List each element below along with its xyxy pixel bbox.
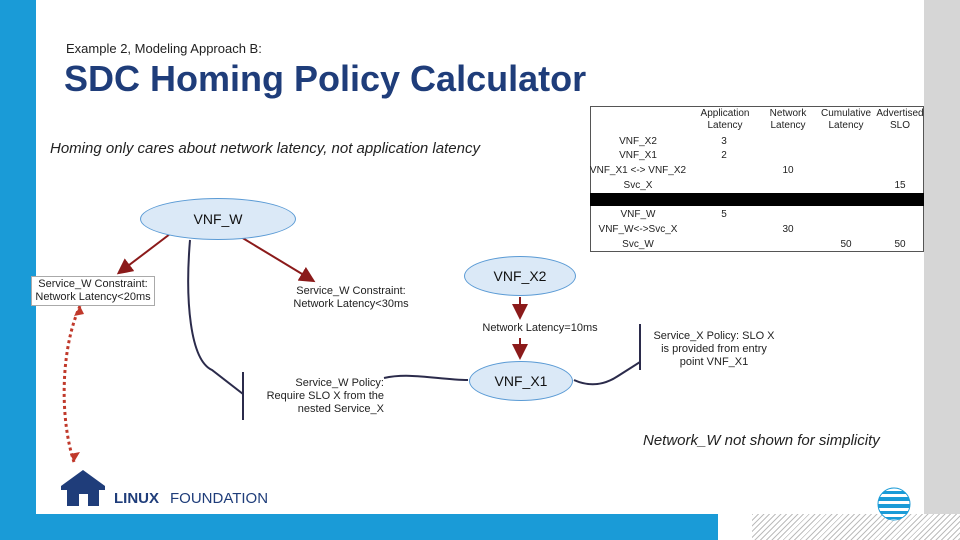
table-cell: 15 bbox=[894, 180, 906, 191]
right-side-panel bbox=[924, 0, 960, 540]
x-policy-connector bbox=[573, 361, 641, 386]
table-cell: 3 bbox=[721, 136, 727, 147]
logo-linux-text: LINUX bbox=[114, 490, 159, 507]
w-to-constraint30-arrow bbox=[235, 233, 316, 283]
w-to-constraint20-arrow bbox=[116, 233, 171, 275]
table-row-label: VNF_W bbox=[620, 209, 656, 220]
service-x-policy: Service_X Policy: SLO X is provided from… bbox=[653, 330, 775, 368]
bottom-hatch-pattern bbox=[752, 514, 960, 540]
globe-logo-icon bbox=[877, 487, 911, 521]
node-vnf-x2: VNF_X2 bbox=[464, 256, 576, 296]
table-row-label: Svc_X bbox=[623, 180, 653, 191]
table-cell: 2 bbox=[721, 150, 727, 161]
table-header-advertised-slo: Advertised SLO bbox=[876, 108, 924, 131]
table-cell: 5 bbox=[721, 209, 727, 220]
network-latency-label: Network Latency=10ms bbox=[482, 322, 598, 334]
table-cell: 10 bbox=[782, 165, 794, 176]
service-w-policy: Service_W Policy: Require SLO X from the… bbox=[266, 377, 384, 415]
table-cell: 30 bbox=[782, 224, 794, 235]
service-w-constraint-20: Service_W Constraint: Network Latency<20… bbox=[31, 276, 155, 306]
w-policy-connector bbox=[187, 239, 244, 395]
table-separator-band bbox=[590, 193, 924, 206]
table-cell: 50 bbox=[840, 239, 852, 250]
constraint20-to-logo-dashed-arrow bbox=[62, 305, 82, 463]
table-row-label: VNF_X1 <-> VNF_X2 bbox=[589, 165, 687, 176]
table-row-label: Svc_W bbox=[622, 239, 654, 250]
bottom-accent-bar bbox=[0, 514, 718, 540]
slide-subtitle: Example 2, Modeling Approach B: bbox=[66, 41, 262, 56]
left-accent-bar bbox=[0, 0, 36, 540]
node-vnf-x1: VNF_X1 bbox=[469, 361, 573, 401]
table-row-label: VNF_X2 bbox=[619, 136, 657, 147]
table-header-network-latency: Network Latency bbox=[769, 108, 807, 131]
dashed-arrow-head-bottom bbox=[70, 452, 80, 462]
w-policy-to-x1-connector bbox=[383, 374, 469, 381]
homing-note: Homing only cares about network latency,… bbox=[50, 140, 480, 157]
latency-table bbox=[590, 106, 924, 252]
house-icon bbox=[61, 470, 105, 506]
logo-foundation-text: FOUNDATION bbox=[170, 490, 269, 507]
slide-title: SDC Homing Policy Calculator bbox=[64, 58, 587, 99]
table-row-label: VNF_W<->Svc_X bbox=[598, 224, 678, 235]
table-cell: 50 bbox=[894, 239, 906, 250]
node-vnf-w: VNF_W bbox=[140, 198, 296, 240]
table-row-label: VNF_X1 bbox=[619, 150, 657, 161]
service-w-constraint-30: Service_W Constraint: Network Latency<30… bbox=[293, 285, 409, 310]
table-header-cumulative-latency: Cumulative Latency bbox=[820, 108, 872, 131]
table-header-app-latency: Application Latency bbox=[700, 108, 750, 131]
linux-foundation-logo: LINUX FOUNDATION bbox=[58, 468, 278, 508]
simplicity-footnote: Network_W not shown for simplicity bbox=[643, 432, 880, 449]
dashed-arrow-head-top bbox=[74, 306, 84, 316]
